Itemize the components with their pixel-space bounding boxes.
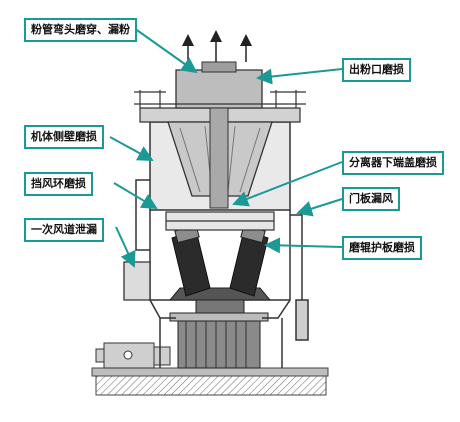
callout-separator-cover-wear: 分离器下端盖磨损 — [342, 151, 444, 175]
side-wall-wear-arrow — [109, 136, 154, 161]
right-grinding-roller — [229, 224, 269, 297]
roller-plate-wear-arrow — [264, 237, 343, 254]
callout-roller-plate-wear: 磨辊护板磨损 — [342, 236, 422, 260]
separator-hood — [175, 61, 263, 209]
callout-arrows — [109, 27, 343, 268]
callout-primary-air-leak: 一次风道泄漏 — [24, 218, 104, 242]
side-piping — [135, 179, 309, 341]
outlet-flow-arrows — [182, 30, 252, 62]
separator-cover-wear-arrow — [232, 161, 343, 207]
primary-air-leak-arrow — [115, 226, 136, 268]
drive-motor — [95, 342, 171, 369]
wind-ring-wear-arrow — [113, 182, 158, 210]
primary-air-inlet — [123, 261, 151, 301]
callout-door-leak: 门板漏风 — [342, 187, 400, 211]
left-grinding-roller — [171, 224, 211, 297]
callout-side-wall-wear: 机体侧壁磨损 — [24, 125, 104, 149]
top-platform-railing — [134, 90, 306, 108]
callout-elbow-wear: 粉管弯头磨穿、漏粉 — [24, 18, 137, 42]
gearbox — [169, 312, 269, 369]
callout-outlet-wear: 出粉口磨损 — [342, 58, 411, 82]
callout-wind-ring-wear: 挡风环磨损 — [24, 172, 93, 196]
outlet-wear-arrow — [256, 68, 343, 85]
roller-frame — [165, 211, 275, 231]
foundation — [91, 367, 329, 396]
door-leak-arrow — [296, 198, 343, 217]
elbow-wear-arrow — [133, 27, 198, 74]
